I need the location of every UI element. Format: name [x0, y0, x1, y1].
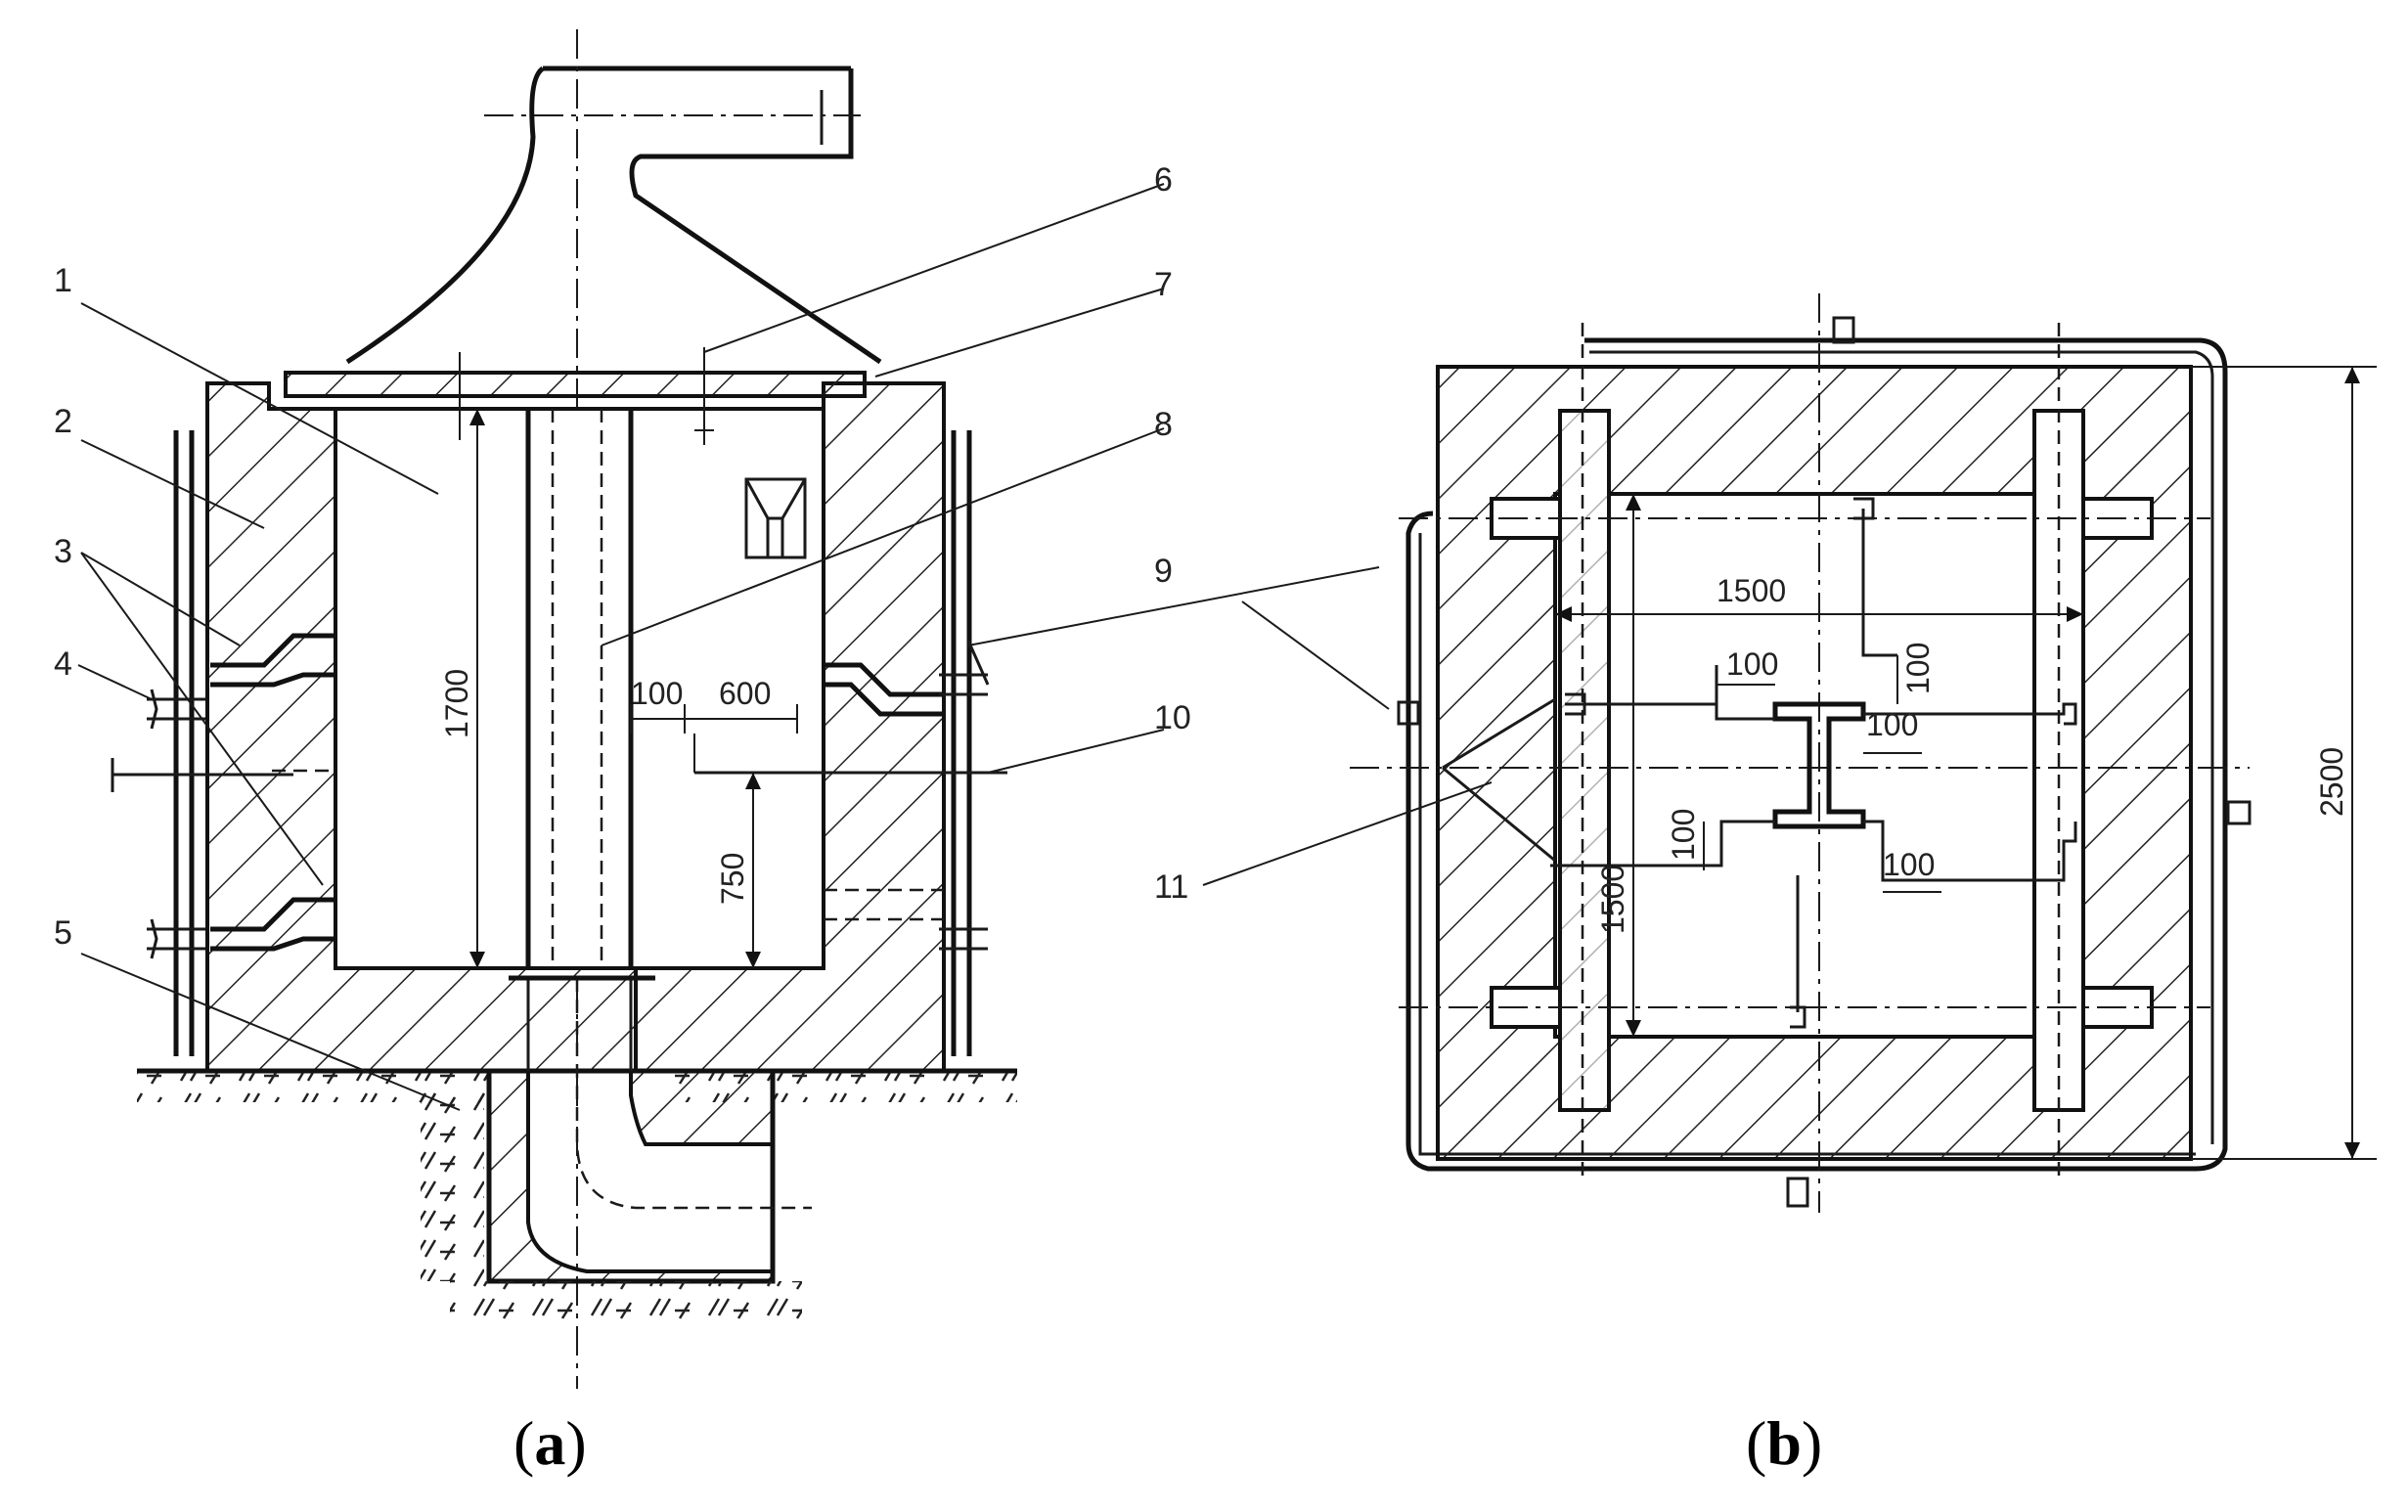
callout-9: 9: [1154, 553, 1173, 590]
dim-2500: 2500: [2314, 747, 2349, 817]
panel-a-drawing: 1700 100 600: [54, 29, 1380, 1478]
dim-100-mid-right: 100: [1866, 707, 1918, 742]
dim-100-a: 100: [631, 676, 683, 711]
dim-1500-h: 1500: [1717, 573, 1786, 608]
callout-1: 1: [54, 262, 72, 299]
callout-6: 6: [1154, 161, 1173, 199]
dim-750: 750: [715, 853, 750, 905]
panel-b-drawing: 1500 1500 2500 100 100 100 100 100: [1154, 293, 2377, 1478]
dim-100-top-right: 100: [1900, 643, 1936, 694]
dim-100-left: 100: [1666, 809, 1701, 861]
callout-3: 3: [54, 533, 72, 570]
callout-10: 10: [1154, 699, 1191, 736]
callout-4: 4: [54, 645, 72, 683]
caption-b: (b): [1746, 1408, 1822, 1478]
callout-7: 7: [1154, 266, 1173, 303]
callout-2: 2: [54, 403, 72, 440]
callout-8: 8: [1154, 406, 1173, 443]
dim-1700: 1700: [439, 669, 474, 738]
dim-1500-v: 1500: [1595, 865, 1630, 934]
dim-600: 600: [719, 676, 771, 711]
caption-a: (a): [513, 1408, 587, 1478]
dim-100-top: 100: [1726, 646, 1778, 682]
dim-100-bottom-right: 100: [1883, 847, 1935, 882]
callout-5: 5: [54, 914, 72, 952]
callout-11: 11: [1154, 868, 1188, 906]
